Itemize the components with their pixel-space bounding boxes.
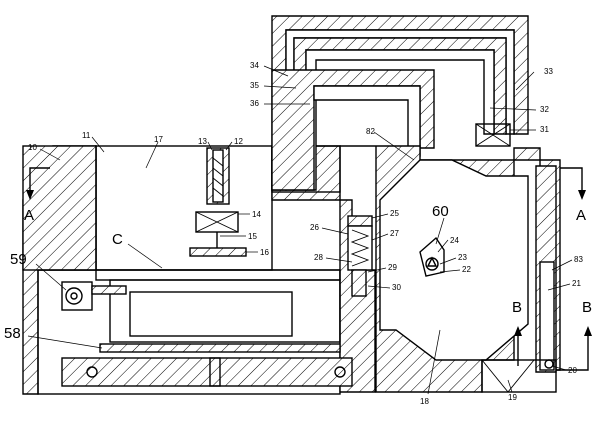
label-25: 25 [390, 209, 399, 218]
label-35: 35 [250, 81, 259, 90]
pulley-59 [65, 287, 83, 305]
label-34: 34 [250, 61, 259, 70]
roller-right [334, 366, 346, 378]
valve-block-31 [475, 123, 511, 147]
label-32: 32 [540, 105, 549, 114]
right-chamber [379, 159, 529, 361]
label-83: 83 [574, 255, 583, 264]
slot-83 [539, 261, 555, 371]
section-label-A-right: A [576, 207, 586, 224]
latch-29 [351, 269, 367, 297]
reference-numerals: 10 11 17 13 12 14 15 16 34 35 36 33 32 3… [4, 61, 592, 406]
tray-assembly [61, 269, 353, 387]
label-10: 10 [28, 143, 37, 152]
label-20: 20 [568, 366, 577, 375]
label-82: 82 [366, 127, 375, 136]
leader-lines [27, 65, 573, 395]
tray-top [95, 269, 341, 281]
roller-left [86, 366, 98, 378]
label-33: 33 [544, 67, 553, 76]
section-label-B-left: B [512, 299, 522, 316]
base-19 [481, 359, 557, 393]
label-13: 13 [198, 137, 207, 146]
label-58: 58 [4, 325, 21, 342]
label-17: 17 [154, 135, 163, 144]
center-wall [271, 145, 376, 393]
label-27: 27 [390, 229, 399, 238]
label-19: 19 [508, 393, 517, 402]
shaft-assembly [189, 147, 247, 257]
label-28: 28 [314, 253, 323, 262]
cap-25 [347, 215, 373, 227]
plate-16 [189, 247, 247, 257]
label-60: 60 [432, 203, 449, 220]
label-29: 29 [388, 263, 397, 272]
label-30: 30 [392, 283, 401, 292]
right-housing [340, 145, 561, 393]
label-23: 23 [458, 253, 467, 262]
label-24: 24 [450, 236, 459, 245]
section-label-B-right: B [582, 299, 592, 316]
tray-body [109, 279, 341, 343]
label-31: 31 [540, 125, 549, 134]
label-22: 22 [462, 265, 471, 274]
label-59: 59 [10, 251, 27, 268]
label-C: C [112, 231, 123, 248]
label-36: 36 [250, 99, 259, 108]
base-center-block [209, 357, 221, 387]
section-markers [26, 167, 592, 371]
left-wall [22, 145, 97, 271]
label-12: 12 [234, 137, 243, 146]
shaft [212, 149, 224, 203]
rotor-assembly [419, 236, 445, 277]
left-housing [22, 145, 341, 395]
label-26: 26 [310, 223, 319, 232]
label-18: 18 [420, 397, 429, 406]
base-rail [61, 357, 353, 387]
section-label-A-left: A [24, 207, 34, 224]
spring-59 [91, 285, 127, 295]
tray-window [129, 291, 293, 337]
label-15: 15 [248, 232, 257, 241]
label-11: 11 [82, 131, 91, 140]
rail-58 [99, 343, 341, 353]
label-14: 14 [252, 210, 261, 219]
spring-assembly [347, 215, 373, 297]
label-16: 16 [260, 248, 269, 257]
spring-27 [350, 229, 370, 267]
label-21: 21 [572, 279, 581, 288]
bent-pipe-assembly [271, 15, 529, 191]
